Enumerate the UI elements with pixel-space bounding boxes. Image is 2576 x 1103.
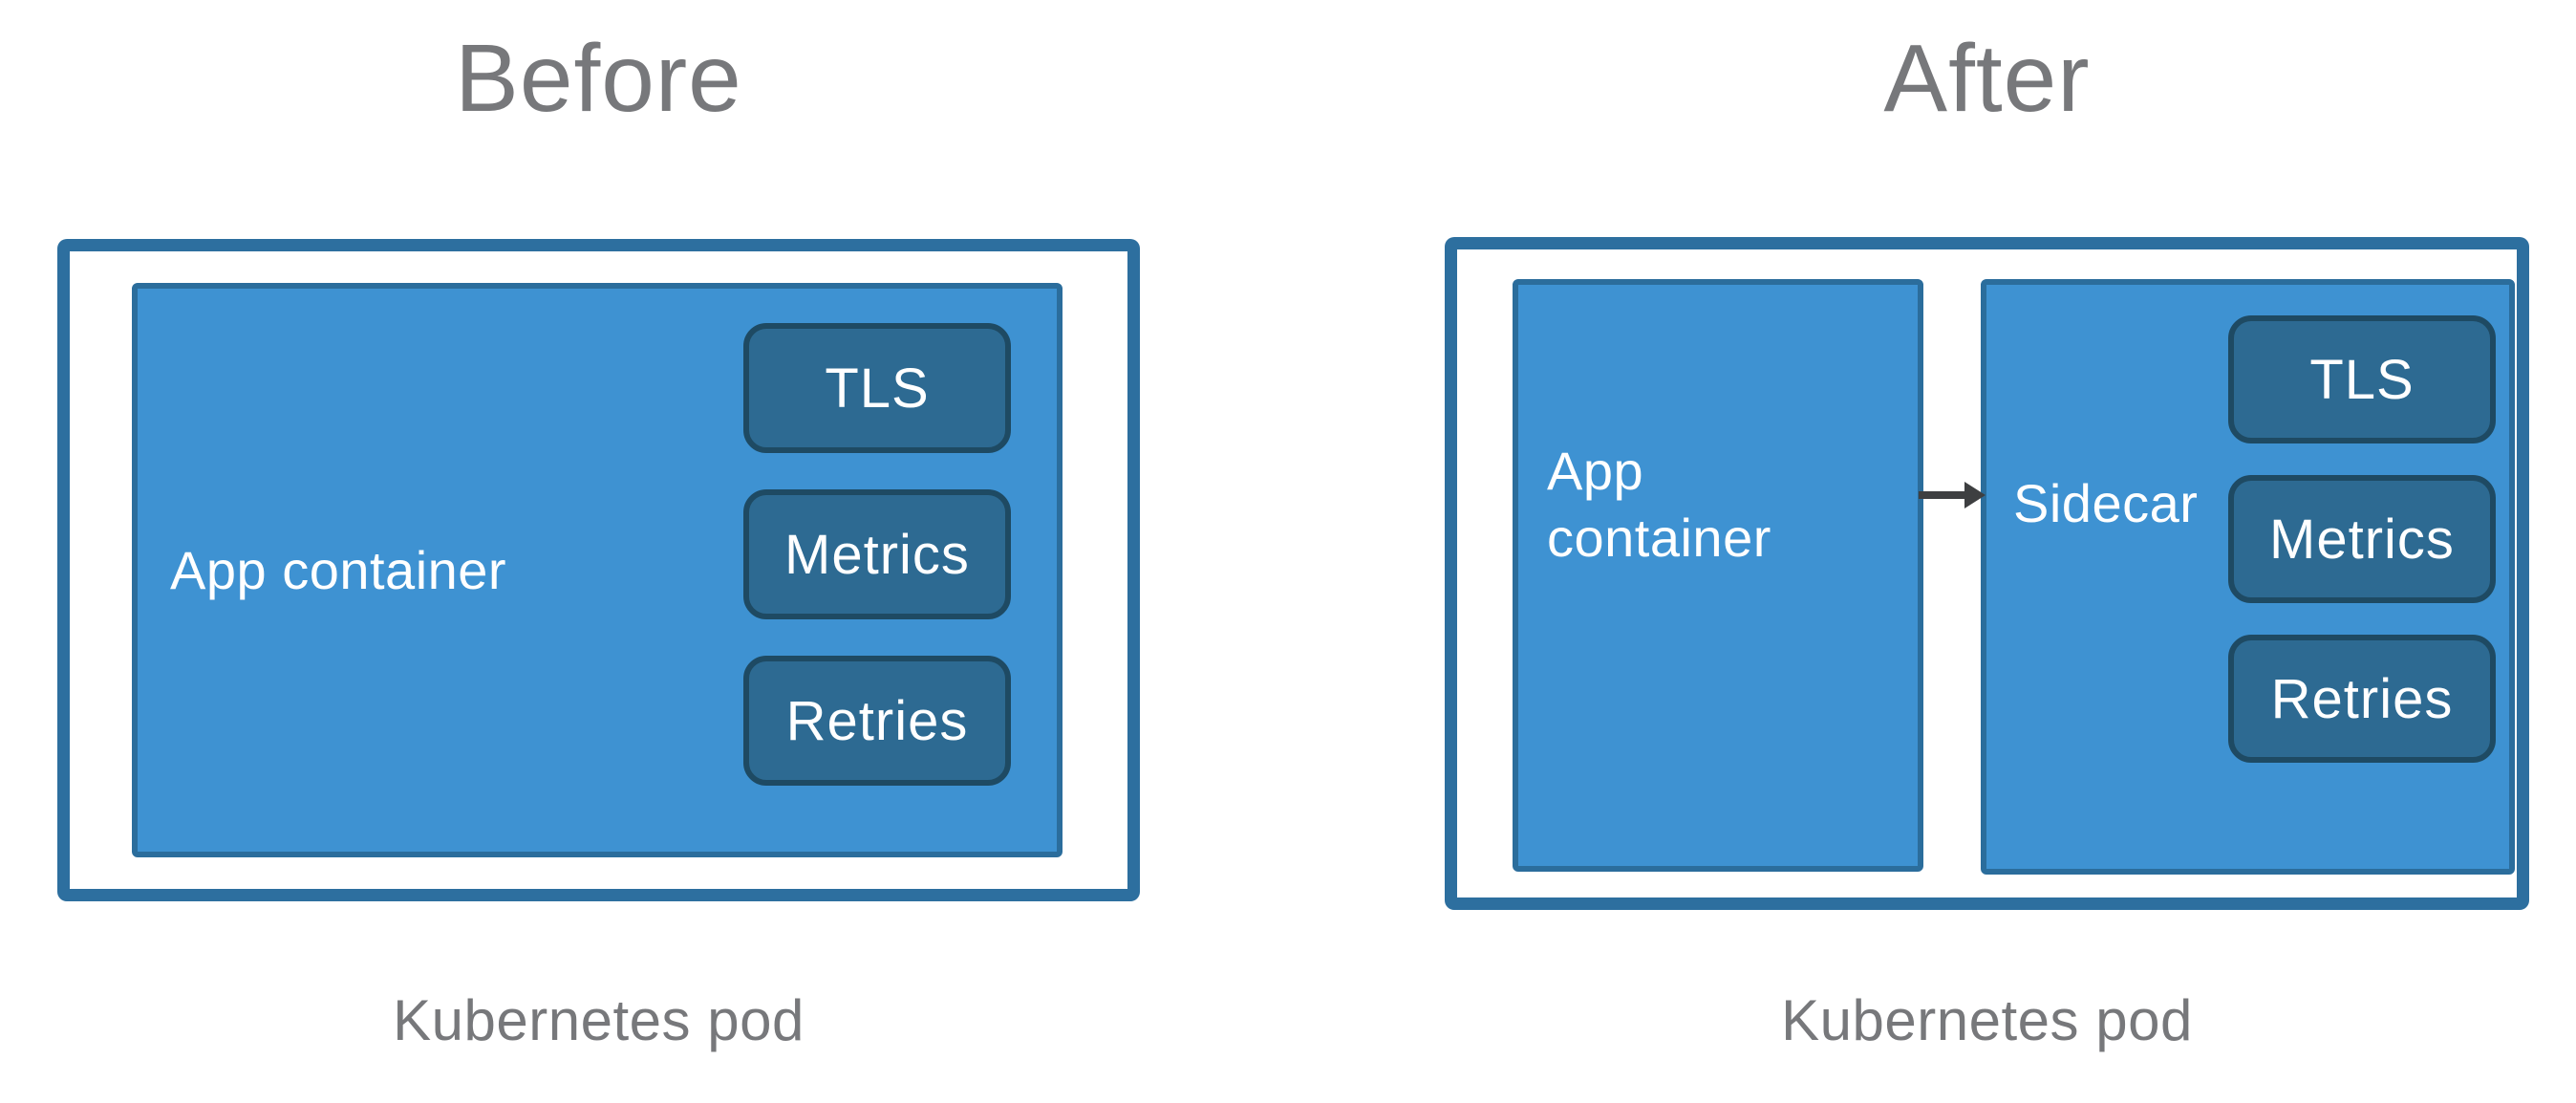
after-title: After: [1883, 25, 2091, 132]
after-pill-retries-label: Retries: [2270, 667, 2454, 730]
after-app-container: App container: [1513, 279, 1923, 872]
before-pill-retries-label: Retries: [785, 689, 969, 752]
before-app-container-label: App container: [170, 539, 507, 600]
before-pod-label: Kubernetes pod: [393, 988, 805, 1052]
after-pill-metrics-label: Metrics: [2269, 508, 2455, 571]
after-pill-tls-label: TLS: [2309, 348, 2415, 411]
before-title: Before: [455, 25, 742, 132]
before-pill-tls: TLS: [743, 323, 1011, 453]
after-app-container-label: App container: [1547, 441, 1771, 568]
before-pill-retries: Retries: [743, 656, 1011, 786]
after-pill-metrics: Metrics: [2228, 475, 2496, 603]
after-feature-pills: TLS Metrics Retries: [2228, 315, 2496, 763]
before-feature-pills: TLS Metrics Retries: [743, 323, 1011, 786]
before-pill-metrics: Metrics: [743, 489, 1011, 619]
after-pod-label: Kubernetes pod: [1781, 988, 2193, 1052]
arrow-right-icon: [1917, 472, 1987, 518]
after-sidecar-label: Sidecar: [2013, 473, 2199, 533]
before-pill-tls-label: TLS: [825, 357, 930, 420]
after-pill-tls: TLS: [2228, 315, 2496, 443]
before-pill-metrics-label: Metrics: [784, 523, 970, 586]
after-pill-retries: Retries: [2228, 635, 2496, 763]
